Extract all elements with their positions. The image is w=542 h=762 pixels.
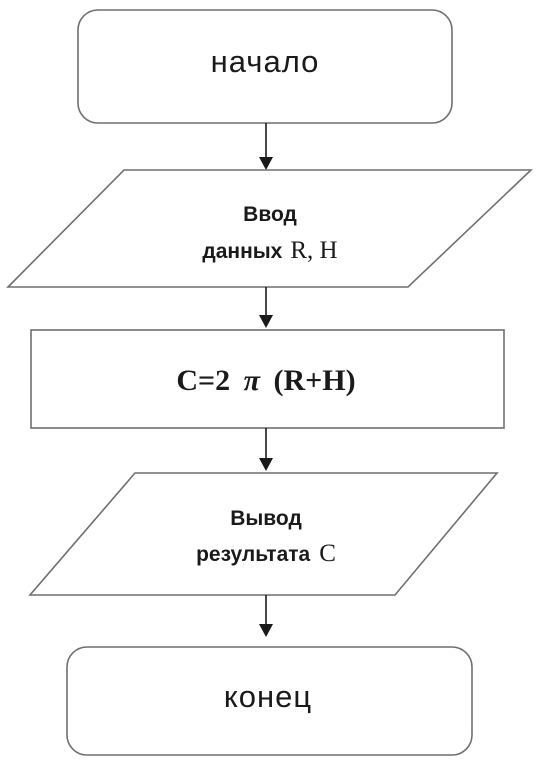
start-label: начало bbox=[211, 44, 320, 79]
output-line2: результата C bbox=[196, 540, 336, 567]
output-word: результата bbox=[196, 543, 310, 566]
formula-pi: π bbox=[244, 364, 261, 397]
output-var: C bbox=[319, 540, 336, 567]
process-block: C=2 π (R+H) bbox=[30, 329, 505, 429]
output-shape bbox=[28, 472, 499, 596]
input-vars: R, H bbox=[290, 237, 337, 264]
end-shape bbox=[66, 646, 473, 756]
input-line1: Ввод bbox=[243, 203, 297, 226]
process-shape bbox=[30, 329, 505, 429]
formula-right: (R+H) bbox=[274, 364, 356, 397]
arrow-start-to-input bbox=[259, 123, 273, 170]
input-shape bbox=[6, 169, 534, 288]
arrow-process-to-output bbox=[259, 428, 273, 471]
end-label: конец bbox=[224, 679, 312, 714]
input-line2: данных R, H bbox=[202, 237, 337, 264]
input-word: данных bbox=[202, 240, 282, 263]
end-terminator: конец bbox=[66, 646, 473, 756]
arrow-input-to-process bbox=[259, 287, 273, 328]
process-formula: C=2 π (R+H) bbox=[176, 364, 355, 397]
output-line1: Вывод bbox=[230, 507, 302, 530]
input-block: Ввод данных R, H bbox=[6, 169, 534, 288]
start-terminator: начало bbox=[77, 9, 453, 124]
start-shape bbox=[77, 9, 453, 124]
arrow-output-to-end bbox=[259, 595, 273, 637]
formula-left: C=2 bbox=[176, 364, 230, 397]
output-block: Вывод результата C bbox=[28, 472, 499, 596]
